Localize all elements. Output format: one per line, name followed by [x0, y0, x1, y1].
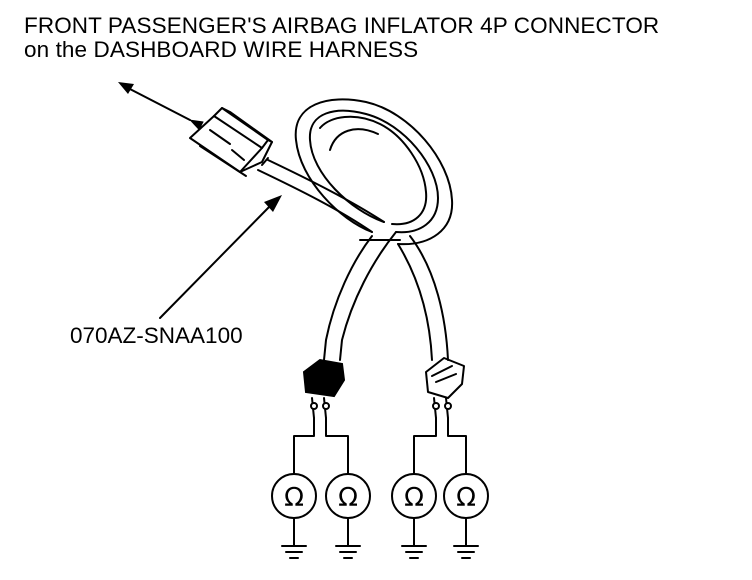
tool-arrow-head [264, 195, 282, 212]
ohmmeter-icon-4: Ω [443, 473, 489, 547]
meter-leads [293, 417, 467, 475]
test-clip-icon-right [425, 357, 465, 419]
title-leader-arrow [123, 85, 204, 131]
diagram-title: FRONT PASSENGER'S AIRBAG INFLATOR 4P CON… [24, 14, 659, 62]
ohm-symbol: Ω [284, 483, 304, 513]
tool-leader-arrow [159, 203, 273, 319]
ohm-symbol: Ω [338, 483, 358, 513]
connector-4p-icon [189, 107, 273, 177]
title-arrow-head [118, 82, 134, 94]
tool-part-number-label: 070AZ-SNAA100 [70, 323, 243, 348]
ground-icon-1 [281, 545, 307, 559]
ohm-symbol: Ω [456, 483, 476, 513]
harness-cable [257, 98, 454, 361]
ground-icon-3 [401, 545, 427, 559]
ohmmeter-icon-2: Ω [325, 473, 371, 547]
ground-icon-2 [335, 545, 361, 559]
title-line-1: FRONT PASSENGER'S AIRBAG INFLATOR 4P CON… [24, 13, 660, 38]
title-line-2: on the DASHBOARD WIRE HARNESS [24, 37, 419, 62]
ohmmeter-icon-3: Ω [391, 473, 437, 547]
ground-icon-4 [453, 545, 479, 559]
ohm-symbol: Ω [404, 483, 424, 513]
test-clip-icon-left [302, 358, 346, 419]
ohmmeter-icon-1: Ω [271, 473, 317, 547]
